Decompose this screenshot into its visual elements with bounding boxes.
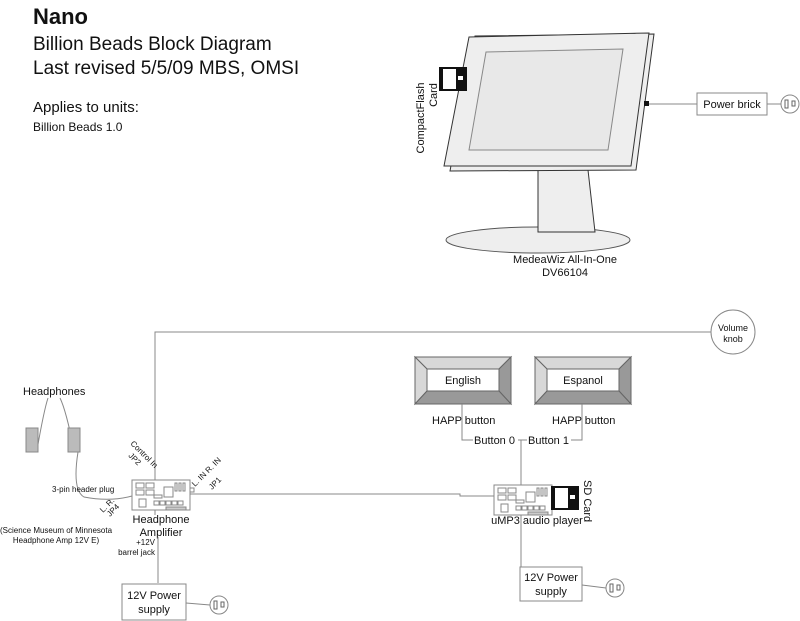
ump3-power-supply-label-1: 12V Power	[524, 572, 578, 584]
volume-knob-label-1: Volume	[718, 323, 748, 333]
button1-signal-label: Button 1	[528, 435, 569, 447]
monitor-model-name: MedeaWiz All-In-One	[513, 254, 617, 266]
headphone-amp-board	[131, 479, 195, 511]
monitor-screen	[468, 48, 624, 151]
headphone-right-cup	[67, 427, 81, 453]
amp-power-supply-label-2: supply	[138, 604, 170, 616]
espanol-wire	[571, 404, 583, 441]
wall-outlet-icon	[780, 94, 800, 114]
applies-label: Applies to units:	[33, 99, 139, 116]
monitor-stand	[537, 169, 596, 233]
header-plug-label: 3-pin header plug	[52, 485, 114, 494]
headphone-cable	[75, 451, 133, 500]
english-happ-caption: HAPP button	[432, 415, 495, 427]
volume-knob-label-2: knob	[723, 334, 743, 344]
headphones-label: Headphones	[23, 386, 86, 398]
ump3-label: uMP3 audio player	[491, 515, 583, 527]
compactflash-card-icon	[439, 67, 467, 91]
compactflash-label-1: CompactFlash	[415, 83, 427, 154]
button-english-label: English	[445, 375, 481, 387]
sd-card-label: SD Card	[581, 480, 593, 522]
diagram-title: Nano	[33, 4, 88, 29]
amp-power-supply	[121, 583, 187, 621]
monitor-illustration: CompactFlash Card MedeaWiz All-In-One DV…	[415, 32, 655, 279]
amp-source-note-1: (Science Museum of Minnesota	[0, 526, 113, 535]
headphone-amp-label-2: Amplifier	[140, 527, 183, 539]
ump3-wall-outlet-icon	[605, 578, 625, 598]
ump3-board	[493, 484, 557, 516]
compactflash-label-2: Card	[428, 83, 440, 107]
volume-control-wire	[154, 331, 711, 515]
button-espanol[interactable]: Espanol	[533, 355, 633, 406]
revision-note: Last revised 5/5/09 MBS, OMSI	[33, 58, 300, 79]
jp1-label: JP1	[207, 475, 224, 492]
espanol-happ-caption: HAPP button	[552, 415, 615, 427]
button-english[interactable]: English	[413, 355, 513, 406]
button0-signal-label: Button 0	[474, 435, 515, 447]
diagram-subtitle: Billion Beads Block Diagram	[33, 34, 272, 55]
amp-power-label-2: barrel jack	[118, 548, 156, 557]
english-wire	[461, 404, 473, 441]
volume-knob[interactable]	[710, 309, 756, 355]
units-list: Billion Beads 1.0	[33, 120, 123, 134]
power-brick-label: Power brick	[703, 99, 761, 111]
monitor-power-jack	[644, 101, 649, 106]
amp-power-supply-label-1: 12V Power	[127, 590, 181, 602]
sd-card-icon	[551, 486, 579, 510]
amp-source-note-2: Headphone Amp 12V E)	[13, 536, 100, 545]
button-espanol-label: Espanol	[563, 375, 603, 387]
ump3-power-supply-label-2: supply	[535, 586, 567, 598]
headphone-left-cup	[25, 427, 39, 453]
headphone-amp-label-1: Headphone	[133, 514, 190, 526]
amp-power-label-1: +12V	[136, 538, 156, 547]
amp-wall-outlet-icon	[209, 595, 229, 615]
monitor-model-number: DV66104	[542, 267, 588, 279]
audio-wire	[190, 493, 494, 497]
ump3-power-supply	[519, 566, 583, 602]
